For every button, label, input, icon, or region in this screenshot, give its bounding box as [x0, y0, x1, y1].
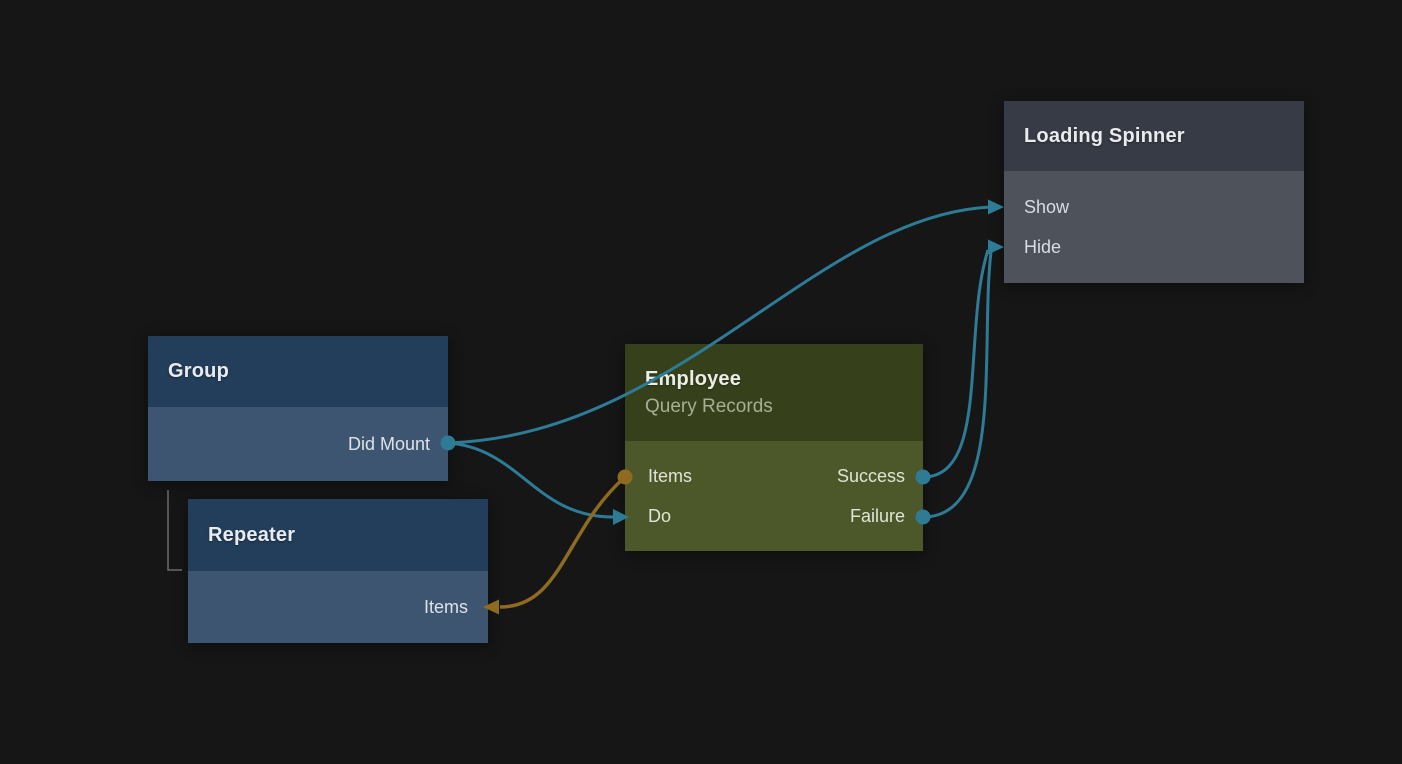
port-row-items-success[interactable]: Items Success	[625, 456, 923, 496]
hierarchy-line-group-repeater	[167, 490, 182, 571]
port-row-items-input[interactable]: Items	[188, 571, 488, 643]
port-label-items: Items	[648, 465, 693, 486]
node-title: Group	[168, 360, 229, 382]
connection-failure-hide[interactable]	[922, 251, 993, 519]
node-loading-spinner-header[interactable]: Loading Spinner	[1004, 101, 1304, 171]
node-loading-spinner-body: Show Hide	[1004, 171, 1304, 283]
port-row-hide[interactable]: Hide	[1004, 227, 1304, 267]
node-repeater[interactable]: Repeater Items	[188, 499, 488, 643]
port-row-did-mount[interactable]: Did Mount	[148, 407, 448, 481]
node-employee-query-records[interactable]: Employee Query Records Items Success Do …	[625, 344, 923, 551]
port-label-failure: Failure	[849, 505, 905, 526]
connection-items-items[interactable]	[499, 475, 627, 609]
node-employee-header[interactable]: Employee Query Records	[625, 344, 923, 441]
node-group-body: Did Mount	[148, 407, 448, 481]
node-employee-body: Items Success Do Failure	[625, 441, 923, 551]
node-group-header[interactable]: Group	[148, 336, 448, 407]
port-label-do: Do	[648, 505, 672, 526]
node-group[interactable]: Group Did Mount	[148, 336, 448, 481]
node-title: Repeater	[208, 523, 296, 546]
connection-success-hide[interactable]	[922, 249, 990, 479]
node-title: Loading Spinner	[1024, 124, 1185, 147]
port-row-show[interactable]: Show	[1004, 187, 1304, 227]
node-loading-spinner[interactable]: Loading Spinner Show Hide	[1004, 101, 1304, 283]
arrowhead-show-icon[interactable]	[988, 199, 1004, 215]
port-label-show: Show	[1024, 196, 1070, 217]
node-repeater-header[interactable]: Repeater	[188, 499, 488, 571]
node-subtitle: Query Records	[645, 395, 773, 417]
port-row-do-failure[interactable]: Do Failure	[625, 496, 923, 536]
port-label-hide: Hide	[1024, 236, 1062, 257]
port-label-did-mount: Did Mount	[347, 433, 430, 454]
arrowhead-hide-icon[interactable]	[988, 239, 1004, 255]
node-title: Employee	[645, 367, 742, 390]
node-repeater-body: Items	[188, 571, 488, 643]
port-label-items: Items	[423, 596, 468, 617]
port-label-success: Success	[836, 465, 905, 486]
